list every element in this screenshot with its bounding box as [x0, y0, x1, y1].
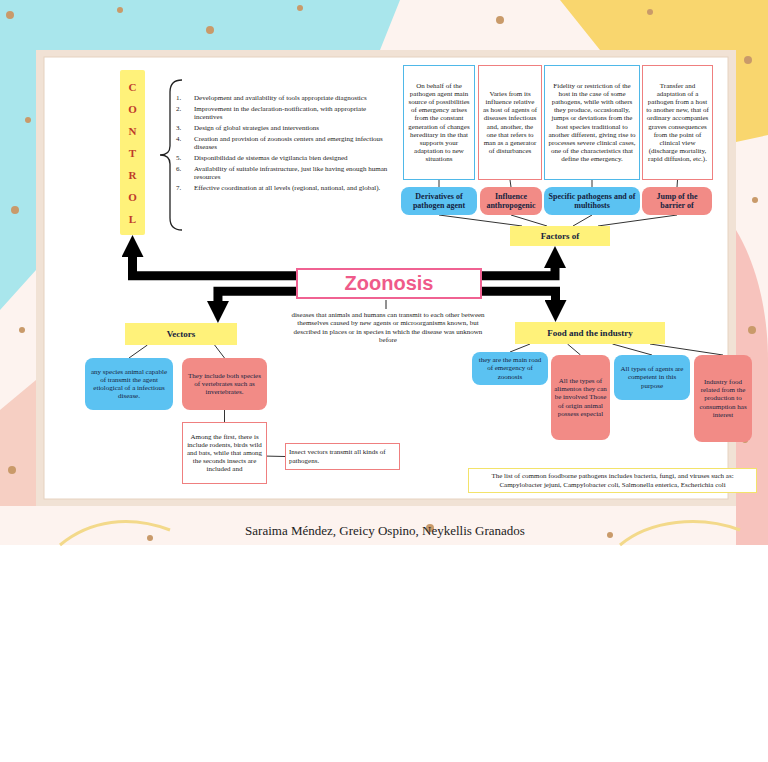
- info-box: any species animal capable of transmit t…: [85, 358, 173, 410]
- list-row: 5.Disponibilidad de sistemas de vigilanc…: [176, 154, 388, 162]
- connector-line: [568, 344, 581, 355]
- factor-box: Influence anthropogenic: [480, 187, 542, 215]
- list-row: 1.Development and availability of tools …: [176, 94, 388, 102]
- node-text: On behalf of the pathogen agent main sou…: [407, 82, 471, 162]
- heading-box: Food and the industry: [515, 322, 665, 344]
- connector-line: [573, 215, 592, 226]
- connector-line: [613, 344, 653, 355]
- node-text: The list of common foodborne pathogens i…: [472, 472, 753, 488]
- text-box: Transfer and adaptation of a pathogen fr…: [642, 65, 713, 180]
- list-item: Disponibilidad de sistemas de vigilancia…: [194, 154, 388, 162]
- connector-line: [510, 344, 530, 352]
- connector-line: [224, 410, 225, 422]
- node-text: Food and the industry: [518, 328, 662, 338]
- node-text: Factors of: [513, 231, 607, 241]
- connector-line: [592, 180, 593, 187]
- arrow-connector: [133, 257, 297, 276]
- list-item: Improvement in the declaration-notificat…: [194, 105, 388, 121]
- text-box: Fidelity or restriction of the host in t…: [544, 65, 640, 180]
- pink-shape: [0, 380, 36, 506]
- text-box: Varies from its influence relative as ho…: [478, 65, 542, 180]
- frame: [36, 50, 736, 506]
- arrow-connector: [482, 291, 556, 300]
- connector-line: [510, 180, 511, 187]
- node-text: they are the main road of emergency of z…: [475, 356, 545, 380]
- connector-line: [677, 180, 679, 187]
- connector-line: [215, 345, 225, 358]
- list-number: 3.: [176, 124, 194, 132]
- arrow-connector: [482, 268, 555, 276]
- node-text: Transfer and adaptation of a pathogen fr…: [646, 82, 709, 162]
- info-box: Industry food related from the productio…: [694, 355, 752, 442]
- note-box: The list of common foodborne pathogens i…: [468, 468, 757, 493]
- info-box: they are the main road of emergency of z…: [472, 352, 548, 385]
- factor-box: Specific pathogens and of multihosts: [544, 187, 640, 215]
- leaf-stroke: [60, 522, 740, 545]
- node-text: Insect vectors transmit all kinds of pat…: [289, 448, 396, 464]
- node-text: All types of agents are competent in thi…: [617, 365, 687, 389]
- node-text: Influence anthropogenic: [483, 192, 539, 210]
- panel: [44, 57, 728, 499]
- node-text: Derivatives of pathogen agent: [404, 192, 474, 210]
- connector-line: [129, 345, 147, 358]
- node-text: They include both species of vertebrates…: [185, 372, 264, 396]
- control-list: 1.Development and availability of tools …: [176, 94, 388, 195]
- node-text: Varies from its influence relative as ho…: [482, 90, 538, 154]
- list-row: 7.Effective coordination at all levels (…: [176, 184, 388, 192]
- connector-line: [439, 180, 440, 187]
- list-row: 3.Design of global strategies and interv…: [176, 124, 388, 132]
- text-box: Among the first, there is include rodent…: [182, 422, 267, 484]
- heading-box: Factors of: [510, 226, 610, 246]
- heading-box: Vectors: [125, 323, 237, 345]
- list-row: 2.Improvement in the declaration-notific…: [176, 105, 388, 121]
- caption-text: Saraima Méndez, Greicy Ospino, Neykellis…: [190, 523, 580, 539]
- text-box: Insect vectors transmit all kinds of pat…: [285, 443, 400, 470]
- node-text: Vectors: [128, 329, 234, 339]
- list-number: 1.: [176, 94, 194, 102]
- connector-line: [439, 215, 522, 226]
- node-text: All the types of alimentos they can be i…: [554, 377, 607, 417]
- list-item: Availability of suitable infrastructure,…: [194, 165, 388, 181]
- node-text: any species animal capable of transmit t…: [88, 368, 170, 400]
- node-text: Jump of the barrier of: [645, 192, 709, 210]
- node-text: Among the first, there is include rodent…: [186, 433, 263, 473]
- info-box: All types of agents are competent in thi…: [614, 355, 690, 400]
- connector-line: [267, 456, 285, 457]
- description-text: diseases that animals and humans can tra…: [288, 311, 488, 345]
- connector-line: [650, 344, 723, 355]
- list-number: 5.: [176, 154, 194, 162]
- list-item: Creation and provision of zoonosis cente…: [194, 135, 388, 151]
- ground: [0, 0, 768, 545]
- factor-box: Derivatives of pathogen agent: [401, 187, 477, 215]
- list-number: 7.: [176, 184, 194, 192]
- list-item: Effective coordination at all levels (re…: [194, 184, 388, 192]
- list-row: 6.Availability of suitable infrastructur…: [176, 165, 388, 181]
- list-item: Development and availability of tools ap…: [194, 94, 388, 102]
- list-number: 6.: [176, 165, 194, 181]
- node-text: C O N T R O L: [127, 76, 138, 230]
- node-text: Industry food related from the productio…: [697, 378, 749, 418]
- leader-line: [386, 300, 387, 309]
- text-box: On behalf of the pathogen agent main sou…: [403, 65, 475, 180]
- node-text: Zoonosis: [301, 272, 477, 295]
- list-number: 4.: [176, 135, 194, 151]
- connector-line: [598, 215, 677, 226]
- list-number: 2.: [176, 105, 194, 121]
- list-row: 4.Creation and provision of zoonosis cen…: [176, 135, 388, 151]
- connector-line: [511, 215, 547, 226]
- title-box: Zoonosis: [296, 268, 482, 299]
- node-text: Specific pathogens and of multihosts: [547, 192, 637, 210]
- arrow-connector: [218, 291, 296, 301]
- factor-box: Jump of the barrier of: [642, 187, 712, 215]
- list-item: Design of global strategies and interven…: [194, 124, 388, 132]
- info-box: All the types of alimentos they can be i…: [551, 355, 610, 440]
- control-box: C O N T R O L: [120, 70, 145, 235]
- info-box: They include both species of vertebrates…: [182, 358, 267, 410]
- node-text: Fidelity or restriction of the host in t…: [548, 82, 636, 162]
- gold-dots: [6, 5, 758, 541]
